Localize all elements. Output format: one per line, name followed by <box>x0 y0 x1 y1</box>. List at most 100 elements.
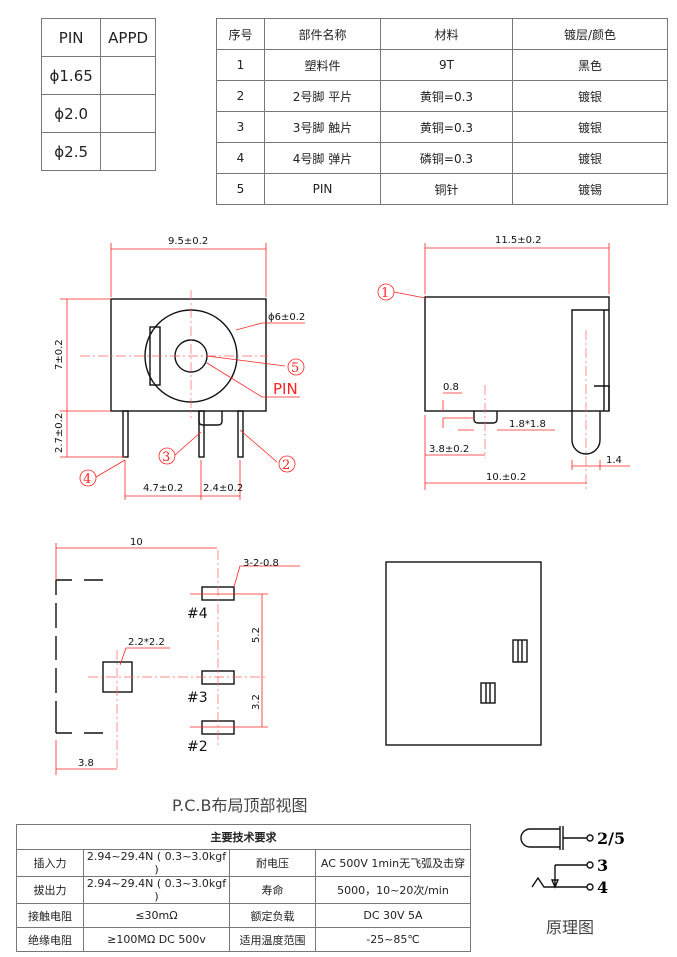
pin-2 <box>237 410 244 458</box>
balloon-3: 3 <box>162 450 170 465</box>
cell: 镀银 <box>512 80 668 112</box>
schematic-label-3: 3 <box>597 856 608 875</box>
cell: 4 <box>216 142 265 174</box>
pin-4 <box>122 410 129 458</box>
side-housing <box>424 296 610 412</box>
cell: 2.94~29.4N ( 0.3~3.0kgf ) <box>83 849 230 877</box>
dim-width: 9.5±0.2 <box>168 236 208 247</box>
balloon-5: 5 <box>291 361 299 376</box>
cell <box>100 132 156 171</box>
cell: 铜针 <box>380 173 513 205</box>
cell: 额定负载 <box>229 903 316 928</box>
dim-3-8: 3.8±0.2 <box>429 444 469 455</box>
pin-label: PIN <box>273 380 298 398</box>
cell: 1 <box>216 49 265 81</box>
side-view: 11.5±0.2 0.8 3.8±0.2 1.8*1.8 10.±0.2 1.4… <box>377 235 630 490</box>
cell: 拔出力 <box>16 876 84 904</box>
header-cell: 材料 <box>380 18 513 50</box>
cell: 5000，10~20次/min <box>315 876 471 904</box>
dim-10: 10 <box>130 537 143 548</box>
cell: 9T <box>380 49 513 81</box>
cell: 插入力 <box>16 849 84 877</box>
dim-3-8: 3.8 <box>78 758 94 769</box>
dim-1-4: 1.4 <box>606 455 622 466</box>
header-cell: 部件名称 <box>264 18 381 50</box>
cell: 3 <box>216 111 265 143</box>
cell: DC 30V 5A <box>315 903 471 928</box>
dim-length: 11.5±0.2 <box>495 235 542 246</box>
dim-1-8x1-8: 1.8*1.8 <box>509 419 546 430</box>
cell: 黑色 <box>512 49 668 81</box>
pcb-layout: 10 3-2-0.8 2.2*2.2 5.2 3.2 3.8 #4 #3 #2 <box>55 537 300 775</box>
header-row: 序号部件名称材料镀层/颜色 <box>216 18 668 50</box>
dim-height: 7±0.2 <box>54 339 65 370</box>
dim-pitch-4-3: 4.7±0.2 <box>143 483 183 494</box>
cell: 2.94~29.4N ( 0.3~3.0kgf ) <box>83 876 230 904</box>
pad-label-2: #2 <box>187 739 208 755</box>
cell: 黄铜=0.3 <box>380 80 513 112</box>
pcb-title: P.C.B布局顶部视图 <box>172 796 308 815</box>
pin-3 <box>198 410 205 458</box>
cell: 适用温度范围 <box>229 927 316 952</box>
cell: 耐电压 <box>229 849 316 877</box>
dim-10: 10.±0.2 <box>486 472 526 483</box>
schematic-label-4: 4 <box>597 878 608 897</box>
cell: ≥100MΩ DC 500v <box>83 927 230 952</box>
dim-5-2: 5.2 <box>251 627 262 643</box>
cell: 绝缘电阻 <box>16 927 84 952</box>
housing-outline <box>110 298 267 412</box>
cell <box>100 94 156 133</box>
table-row: ϕ2.5 <box>40 132 156 171</box>
table-row: ϕ1.65 <box>40 56 156 95</box>
schematic-title: 原理图 <box>546 918 595 937</box>
schematic: 2/5 3 4 <box>520 826 625 897</box>
dim-0-8: 0.8 <box>443 382 459 393</box>
cell: 3号脚 触片 <box>264 111 381 143</box>
dim-diameter: ϕ6±0.2 <box>268 312 305 323</box>
dim-3-2: 3.2 <box>251 694 262 710</box>
front-view: 9.5±0.2 7±0.2 2.7±0.2 4.7±0.2 2.4±0.2 ϕ6… <box>54 236 305 500</box>
cell: 镀银 <box>512 111 668 143</box>
header-cell: 序号 <box>216 18 265 50</box>
cell: 镀锡 <box>512 173 668 205</box>
header-pin: PIN <box>40 18 102 57</box>
balloon-1: 1 <box>381 286 389 301</box>
schematic-label-2-5: 2/5 <box>597 829 625 848</box>
dim-pitch-3-2: 2.4±0.2 <box>203 483 243 494</box>
spec-title: 主要技术要求 <box>16 824 471 850</box>
cell: 寿命 <box>229 876 316 904</box>
bottom-view <box>385 561 542 746</box>
table-row: ϕ2.0 <box>40 94 156 133</box>
square-size: 2.2*2.2 <box>128 637 165 648</box>
cell: 磷铜=0.3 <box>380 142 513 174</box>
balloon-4: 4 <box>83 472 91 487</box>
cell: 5 <box>216 173 265 205</box>
cell: -25~85℃ <box>315 927 471 952</box>
cell: AC 500V 1min无飞弧及击穿 <box>315 849 471 877</box>
pad-note: 3-2-0.8 <box>243 558 279 569</box>
cell: ≤30mΩ <box>83 903 230 928</box>
cell: ϕ2.5 <box>40 132 102 171</box>
header-appd: APPD <box>100 18 156 57</box>
cell <box>100 56 156 95</box>
pad-label-4: #4 <box>187 606 208 622</box>
balloon-2: 2 <box>282 458 290 473</box>
dim-pin-length: 2.7±0.2 <box>54 413 65 453</box>
cell: 接触电阻 <box>16 903 84 928</box>
cell: ϕ2.0 <box>40 94 102 133</box>
cell: PIN <box>264 173 381 205</box>
pad-label-3: #3 <box>187 690 208 706</box>
